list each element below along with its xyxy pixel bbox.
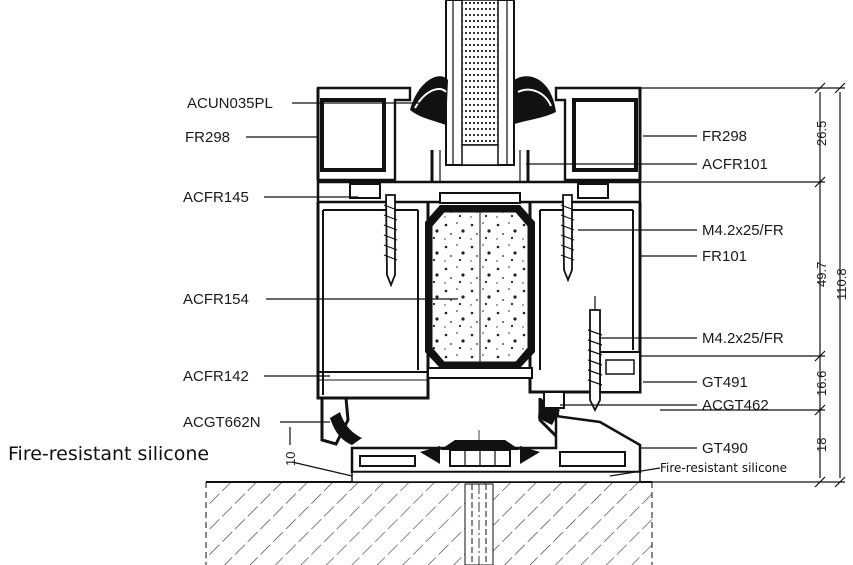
leader-lines [246, 102, 697, 477]
glass-pane [410, 0, 556, 166]
bead-profile-right [554, 86, 642, 182]
label-m42-top: M4.2x25/FR [702, 222, 784, 239]
label-fr298-right: FR298 [702, 128, 747, 145]
label-acfr101: ACFR101 [702, 156, 768, 173]
label-m42-bottom: M4.2x25/FR [702, 330, 784, 347]
dim-16-6: 16.6 [814, 371, 829, 396]
label-fire-silicone-right: Fire-resistant silicone [660, 461, 787, 475]
label-gt490: GT490 [702, 440, 748, 457]
concrete-floor [205, 430, 653, 565]
label-acgt662n: ACGT662N [183, 414, 261, 431]
fire-core [425, 192, 535, 379]
label-fr101: FR101 [702, 248, 747, 265]
dim-26-5: 26.5 [814, 121, 829, 146]
dimension-lines [640, 82, 846, 488]
screw-top-right [560, 194, 575, 283]
label-acfr154: ACFR154 [183, 291, 249, 308]
dim-18: 18 [814, 438, 829, 452]
screw-bottom-right [587, 296, 603, 413]
label-acun035pl: ACUN035PL [187, 95, 273, 112]
label-fr298-left: FR298 [185, 129, 230, 146]
dim-110-8: 110.8 [834, 268, 849, 300]
label-gt491: GT491 [702, 374, 748, 391]
label-acfr142: ACFR142 [183, 368, 249, 385]
threshold-profile [330, 391, 642, 483]
dim-49-7: 49.7 [814, 262, 829, 287]
screw-top-left [383, 194, 398, 288]
bead-profile-left [316, 86, 412, 182]
label-fire-silicone-left: Fire-resistant silicone [8, 443, 209, 465]
label-acgt462: ACGT462 [702, 397, 769, 414]
dim-10: 10 [283, 452, 298, 466]
label-acfr145: ACFR145 [183, 189, 249, 206]
